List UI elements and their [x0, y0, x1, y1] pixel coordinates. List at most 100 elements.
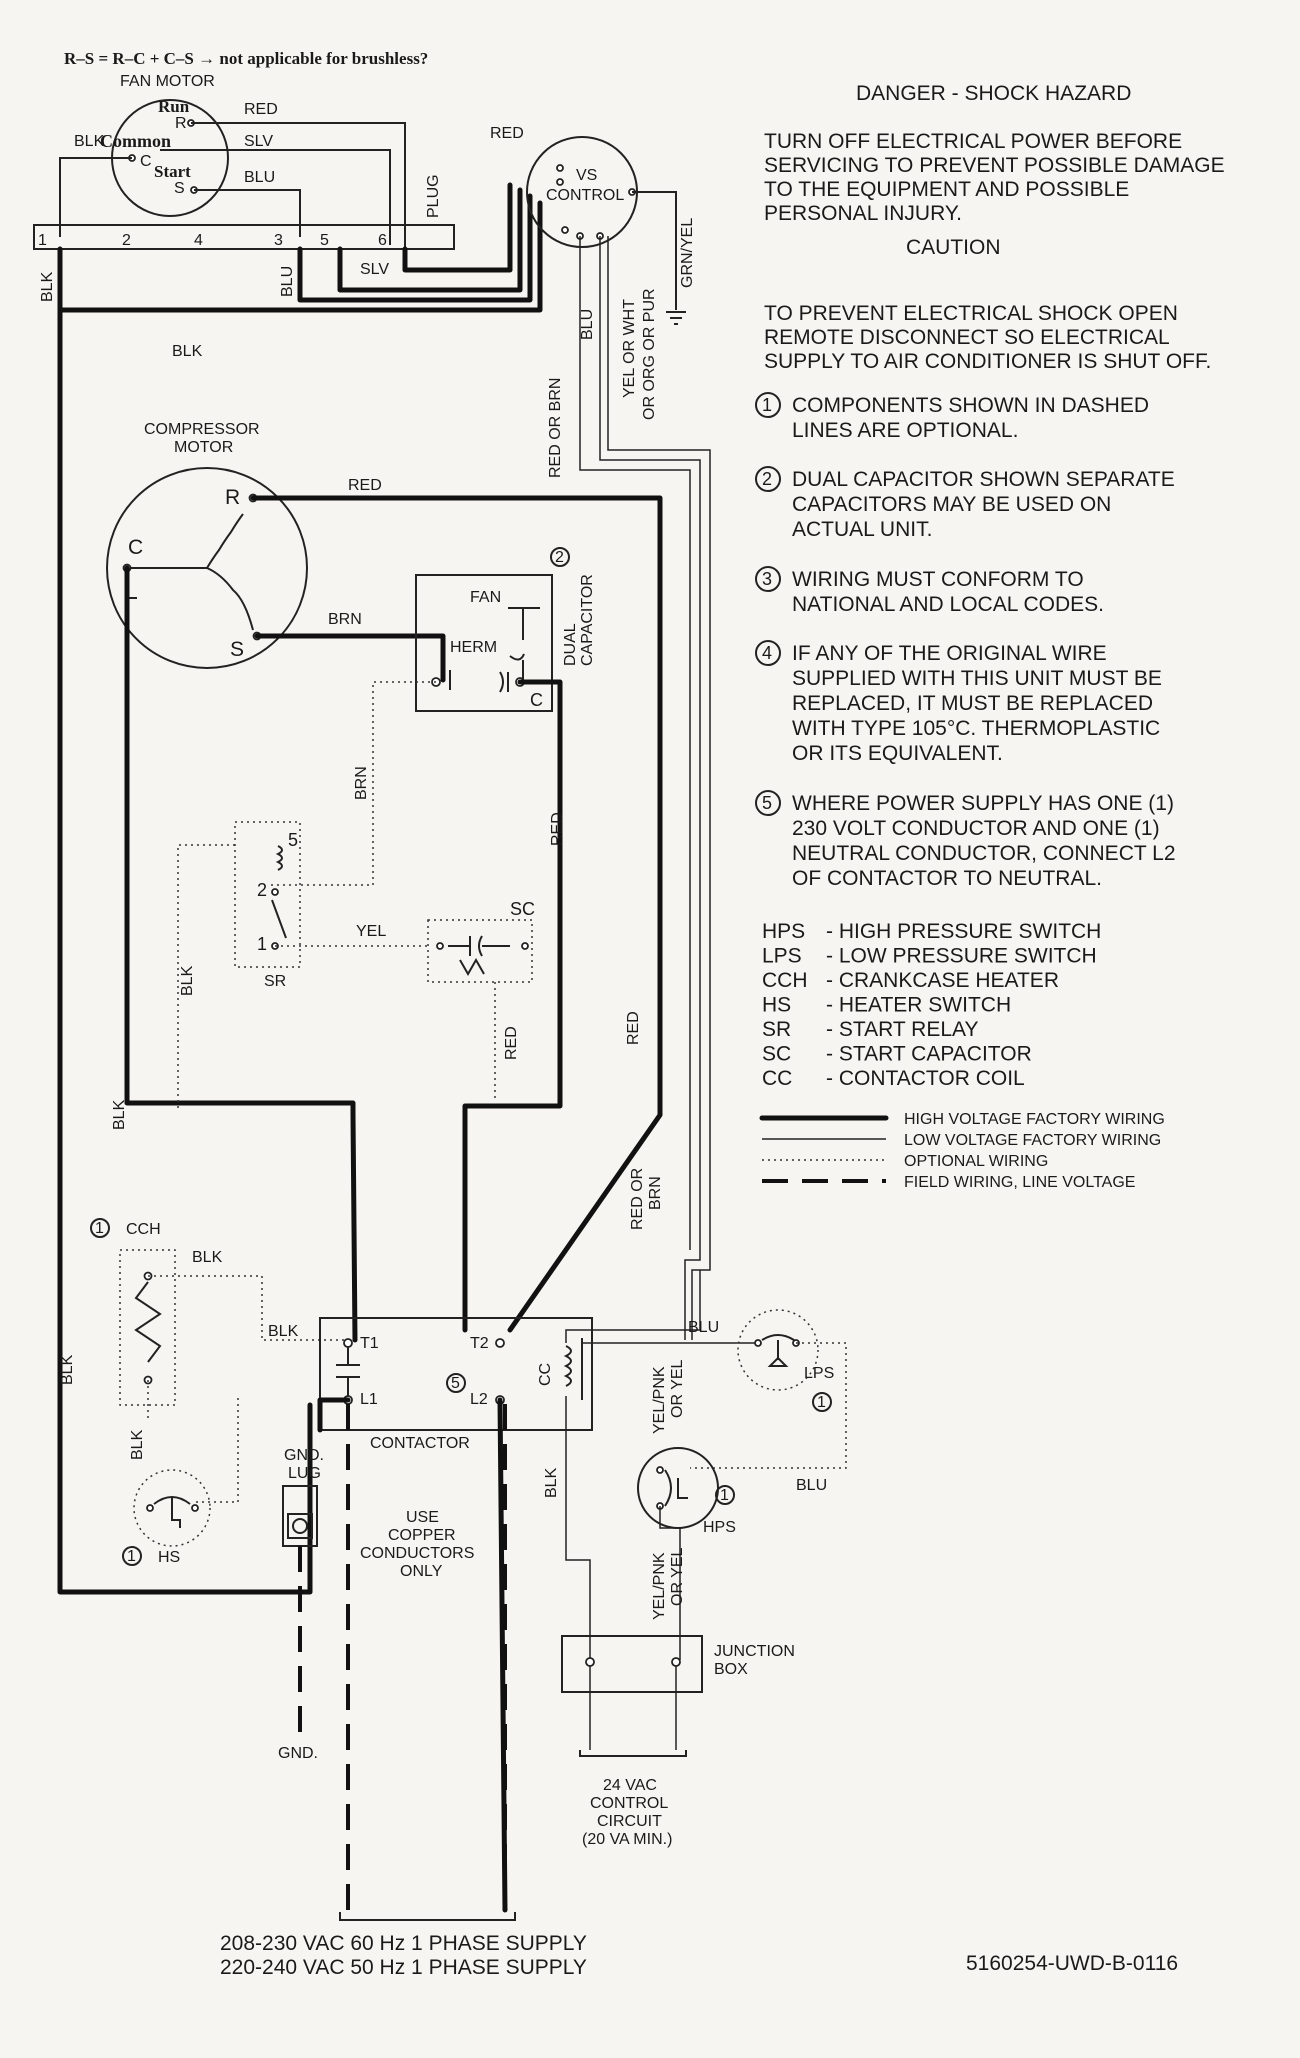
hps-note-num: 1	[720, 1487, 729, 1504]
compressor-r-label: R	[225, 486, 240, 509]
fan-r-label: R	[175, 115, 187, 132]
compressor-circle	[106, 467, 308, 669]
note-3-circle	[755, 566, 781, 592]
cch-note-num: 1	[95, 1220, 104, 1237]
heater-switch: 1 HS	[122, 1469, 211, 1566]
fan-blk-label: BLK	[74, 133, 105, 150]
vs-control: VS CONTROL RED GRN/YEL YEL OR WHT OR ORG…	[490, 125, 696, 478]
note-5-line: OF CONTACTOR TO NEUTRAL.	[792, 867, 1102, 890]
note-1-number: 1	[762, 395, 772, 415]
yel-pnk-bottom-label: YEL/PNK	[651, 1552, 668, 1620]
note-2-circle	[755, 466, 781, 492]
fan-motor: FAN MOTOR Run R BLK Common C Start S RED…	[74, 73, 442, 218]
start-capacitor: SC	[427, 899, 535, 983]
annotation-note: R–S = R–C + C–S → not applicable for bru…	[64, 49, 428, 68]
junction-label-2: BOX	[714, 1661, 748, 1678]
yel-wht-label: YEL OR WHT	[621, 299, 638, 398]
control-circuit-note: 24 VAC CONTROL CIRCUIT (20 VA MIN.)	[582, 1777, 672, 1848]
turn-off-line-3: TO THE EQUIPMENT AND POSSIBLE	[764, 178, 1129, 201]
power-supply-note: 208-230 VAC 60 Hz 1 PHASE SUPPLY 220-240…	[220, 1932, 587, 1979]
abbr-code: HPS	[762, 920, 805, 943]
lps-blu-top-label: BLU	[688, 1319, 719, 1336]
caution-heading: CAUTION	[906, 236, 1001, 259]
brn-right-label: BRN	[647, 1176, 664, 1210]
supply-line-2: 220-240 VAC 50 Hz 1 PHASE SUPPLY	[220, 1956, 587, 1979]
fan-slv-wire-label: SLV	[244, 133, 273, 150]
terminal-6: 6	[378, 232, 387, 249]
cch-label: CCH	[126, 1221, 161, 1238]
legend-opt-label: OPTIONAL WIRING	[904, 1153, 1048, 1170]
yel-wire-label: YEL	[356, 923, 386, 940]
blk-left-label: BLK	[111, 1099, 128, 1130]
hs-blk-label: BLK	[129, 1429, 146, 1460]
note-2-line: DUAL CAPACITOR SHOWN SEPARATE	[792, 468, 1175, 491]
cap-c-label: C	[530, 690, 543, 710]
high-pressure-switch: 1 HPS	[637, 1447, 736, 1536]
supply-line-1: 208-230 VAC 60 Hz 1 PHASE SUPPLY	[220, 1932, 587, 1955]
note-3-line: WIRING MUST CONFORM TO	[792, 568, 1084, 591]
compressor-brn-label: BRN	[328, 611, 362, 628]
copper-line-1: USE	[406, 1509, 439, 1526]
cap-capacitor-label: CAPACITOR	[579, 574, 596, 666]
low-pressure-switch: LPS 1	[737, 1309, 834, 1412]
prevent-line-2: REMOTE DISCONNECT SO ELECTRICAL	[764, 326, 1170, 349]
sr-pin-1: 1	[257, 934, 267, 954]
red-cap-label: RED	[549, 812, 566, 846]
note-4-line: REPLACED, IT MUST BE REPLACED	[792, 692, 1153, 715]
copper-line-3: CONDUCTORS	[360, 1545, 474, 1562]
abbr-description: - HEATER SWITCH	[826, 994, 1011, 1017]
fan-c-label: C	[140, 153, 152, 170]
junction-box: JUNCTION BOX	[561, 1635, 795, 1693]
turn-off-line-1: TURN OFF ELECTRICAL POWER BEFORE	[764, 130, 1182, 153]
terminal-1: 1	[38, 232, 47, 249]
note-4-line: SUPPLIED WITH THIS UNIT MUST BE	[792, 667, 1162, 690]
abbr-description: - HIGH PRESSURE SWITCH	[826, 920, 1101, 943]
blu-strip-label: BLU	[279, 266, 296, 297]
compressor-s-label: S	[230, 638, 244, 661]
note-5-line: NEUTRAL CONDUCTOR, CONNECT L2	[792, 842, 1176, 865]
note-4-number: 4	[762, 643, 772, 663]
abbr-description: - CONTACTOR COIL	[826, 1067, 1025, 1090]
terminal-2: 2	[122, 232, 131, 249]
contactor-l2: L2	[470, 1391, 488, 1408]
note-5-line: 230 VOLT CONDUCTOR AND ONE (1)	[792, 817, 1160, 840]
note-2-line: ACTUAL UNIT.	[792, 518, 932, 541]
contactor-label: CONTACTOR	[370, 1435, 470, 1452]
warnings: DANGER - SHOCK HAZARD TURN OFF ELECTRICA…	[764, 82, 1225, 373]
cap-herm-label: HERM	[450, 639, 497, 656]
blk-sr-label: BLK	[179, 965, 196, 996]
compressor-title-1: COMPRESSOR	[144, 421, 260, 438]
start-relay: 5 2 1 SR	[234, 821, 301, 990]
contactor: CONTACTOR T1 T2 L1 L2 CC 5	[319, 1317, 593, 1452]
note-2-number: 2	[762, 469, 772, 489]
cap-note-num: 2	[555, 549, 564, 566]
fan-run-annotation: Run	[158, 97, 190, 116]
copper-line-4: ONLY	[400, 1563, 443, 1580]
note-5-line: WHERE POWER SUPPLY HAS ONE (1)	[792, 792, 1174, 815]
blk-main-label: BLK	[59, 1354, 76, 1385]
control-circuit-1: 24 VAC	[603, 1777, 657, 1794]
fan-start-annotation: Start	[154, 162, 191, 181]
abbr-description: - START CAPACITOR	[826, 1043, 1032, 1066]
control-circuit-4: (20 VA MIN.)	[582, 1831, 672, 1848]
cc-blk-label: BLK	[543, 1467, 560, 1498]
note-3-number: 3	[762, 569, 772, 589]
note-3-line: NATIONAL AND LOCAL CODES.	[792, 593, 1104, 616]
junction-label-1: JUNCTION	[714, 1643, 795, 1660]
legend-fld-label: FIELD WIRING, LINE VOLTAGE	[904, 1174, 1135, 1191]
legend-lv-label: LOW VOLTAGE FACTORY WIRING	[904, 1132, 1161, 1149]
terminal-3: 3	[274, 232, 283, 249]
or-yel-bottom-label: OR YEL	[669, 1548, 686, 1607]
sr-label: SR	[264, 973, 286, 990]
note-5-circle	[755, 790, 781, 816]
gnd-lug-2: LUG	[288, 1465, 321, 1482]
note-1-line: COMPONENTS SHOWN IN DASHED	[792, 394, 1149, 417]
grn-yel-label: GRN/YEL	[679, 218, 696, 288]
vs-blu-label: BLU	[579, 309, 596, 340]
terminal-4: 4	[194, 232, 203, 249]
dual-capacitor: FAN HERM C DUAL CAPACITOR 2	[415, 547, 596, 712]
control-label: CONTROL	[546, 187, 624, 204]
org-pur-label: OR ORG OR PUR	[641, 288, 658, 420]
